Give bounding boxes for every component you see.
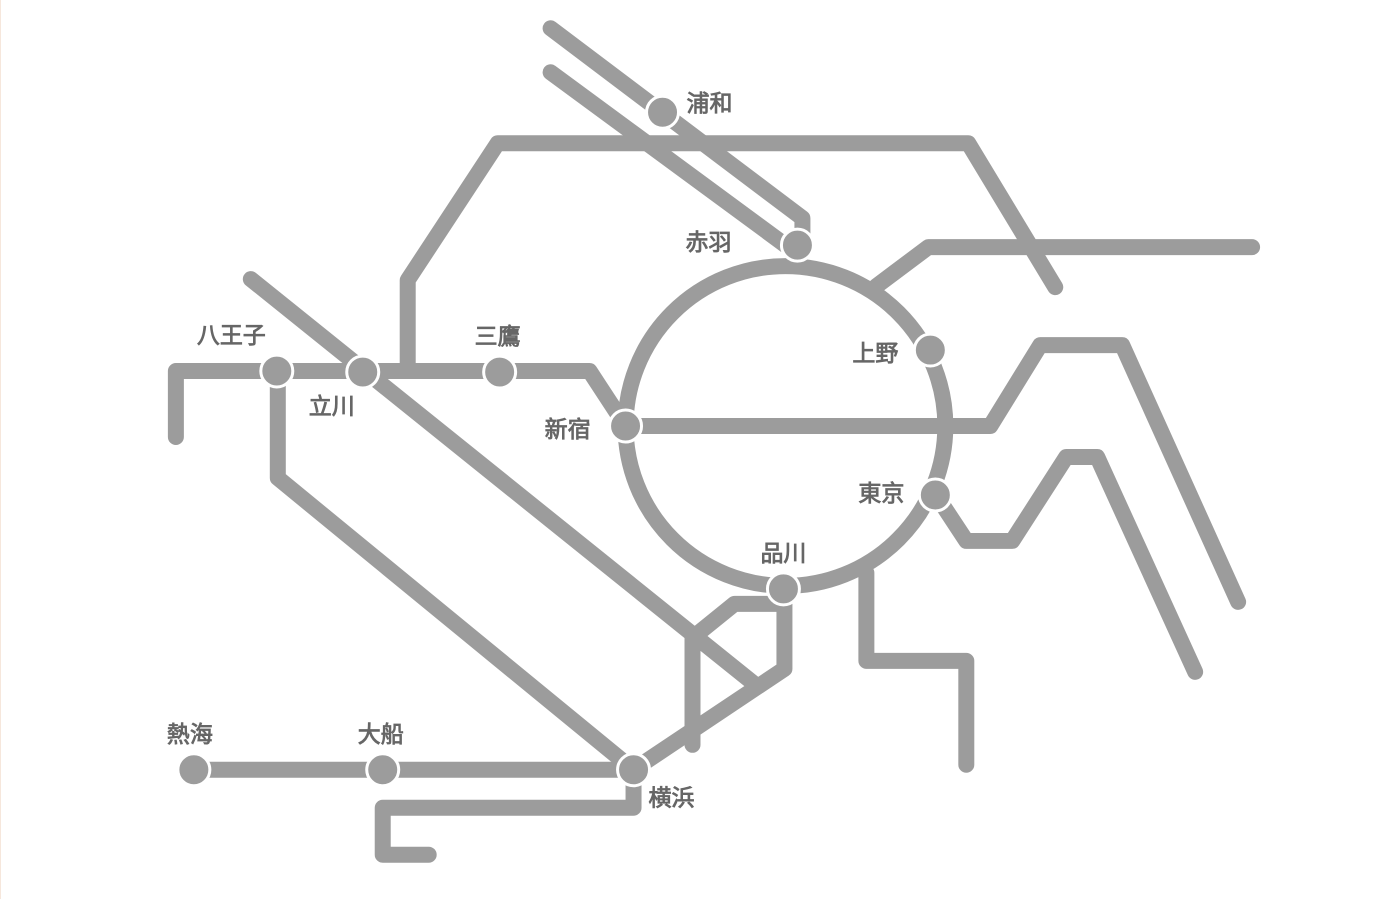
line-chuo [167, 337, 1247, 610]
station-akabane[interactable] [779, 227, 815, 263]
station-urawa[interactable] [645, 94, 681, 130]
station-label-ueno: 上野 [852, 341, 898, 367]
station-label-akabane: 赤羽 [686, 230, 732, 256]
line-east-branch-ueno [868, 239, 1261, 295]
station-label-tachikawa: 立川 [309, 393, 355, 420]
station-label-yokohama: 横浜 [649, 786, 695, 812]
rail-lines [167, 20, 1261, 863]
station-tokyo[interactable] [917, 477, 953, 513]
station-hachioji[interactable] [259, 353, 295, 389]
station-label-mitaka: 三鷹 [475, 323, 521, 350]
station-label-shinjuku: 新宿 [545, 416, 591, 443]
line-yokohama-south [374, 761, 642, 863]
station-shinagawa[interactable] [765, 571, 801, 607]
line-urawa-akabane-west [542, 64, 794, 254]
station-yokohama[interactable] [616, 752, 652, 788]
line-tokyo-southeast [929, 449, 1204, 680]
station-label-atami: 熱海 [167, 721, 213, 748]
line-tokaido [185, 595, 793, 778]
stations [176, 94, 953, 788]
station-ueno[interactable] [912, 332, 948, 368]
station-label-ofuna: 大船 [358, 721, 404, 748]
line-south-branch [858, 564, 975, 773]
station-label-tokyo: 東京 [858, 480, 904, 507]
station-tachikawa[interactable] [345, 354, 381, 390]
station-label-hachioji: 八王子 [197, 323, 266, 349]
station-label-urawa: 浦和 [687, 90, 733, 117]
station-atami[interactable] [176, 752, 212, 788]
station-labels: 浦和 赤羽 上野 東京 品川 新宿 三鷹 立川 八王子 横浜 大船 熱海 [167, 90, 904, 812]
station-mitaka[interactable] [482, 354, 518, 390]
station-ofuna[interactable] [365, 752, 401, 788]
line-hachioji-yokohama [269, 363, 642, 778]
line-north-arc [399, 135, 1064, 374]
station-shinjuku[interactable] [608, 408, 644, 444]
line-urawa-akabane-east [542, 20, 811, 247]
station-label-shinagawa: 品川 [760, 541, 806, 567]
line-diagonal-tachikawa [242, 271, 764, 693]
